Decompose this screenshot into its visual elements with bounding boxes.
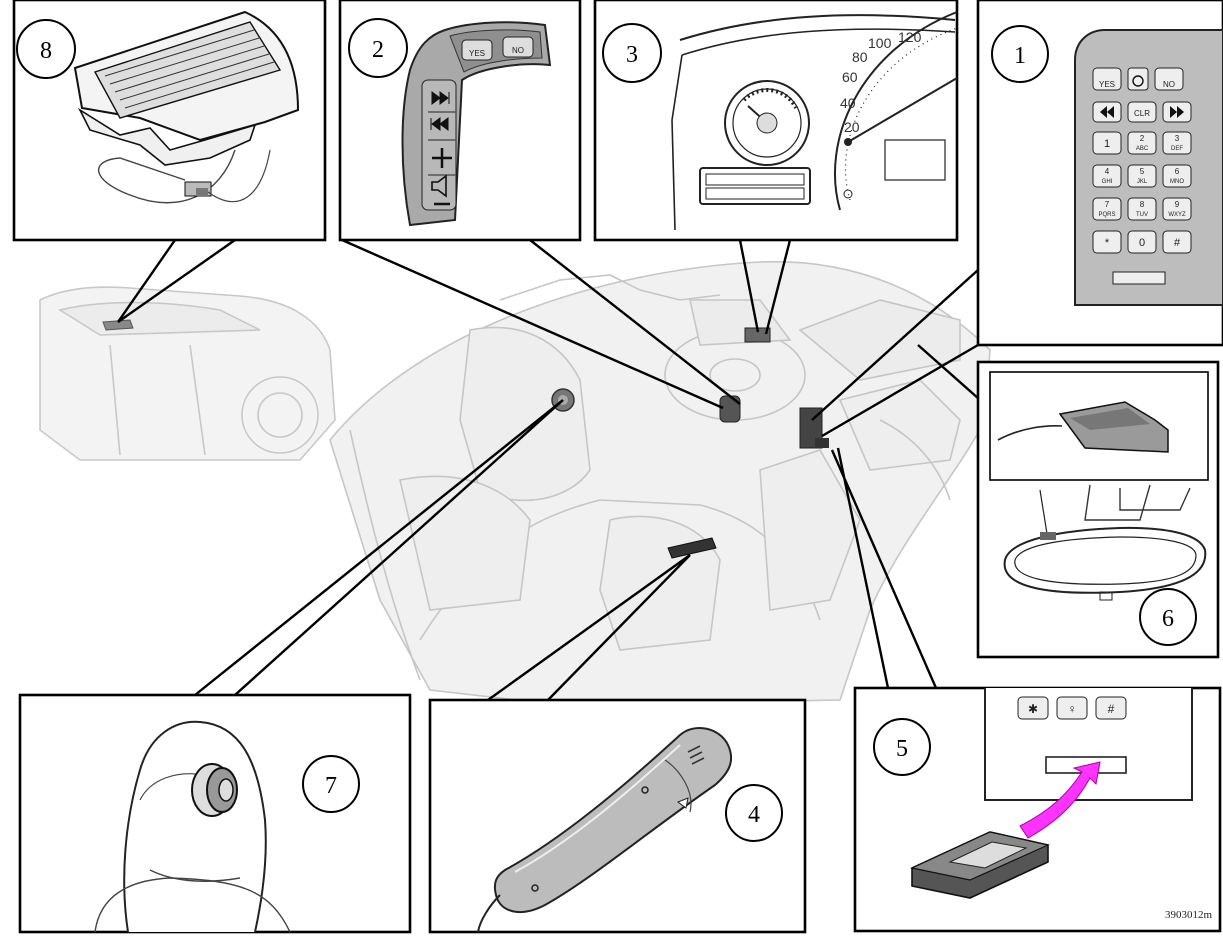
keypad-key [1127, 197, 1157, 221]
next-track-icon [431, 91, 450, 105]
keypad-clr-label: CLR [1134, 109, 1150, 118]
keypad-key [1092, 230, 1122, 254]
keypad-key-label: 5 [1140, 167, 1145, 176]
panel-8-trunk-unit: 8 [12, 0, 327, 242]
keypad-key [1092, 131, 1122, 155]
keypad-key-label: 3 [1175, 134, 1180, 143]
power-icon [1132, 75, 1144, 87]
wheel-yes-label: YES [469, 49, 485, 58]
panel-3-instrument-display: 20 40 60 80 100 120 3 [593, 0, 959, 242]
speed-tick-80: 80 [852, 49, 868, 65]
callout-6-label: 6 [1162, 606, 1174, 632]
callout-8-label: 8 [40, 38, 52, 64]
callout-7-label: 7 [325, 773, 337, 799]
keypad-key-label: PQRS [1098, 212, 1115, 218]
panel-4-handset: 4 [428, 698, 807, 934]
car-interior-illustration [329, 260, 991, 706]
keypad-key-label: WXYZ [1168, 212, 1186, 218]
insert-arrow-icon [1019, 761, 1101, 839]
keypad-key-label: 0 [1139, 237, 1145, 249]
speaker-icon [431, 174, 447, 198]
speed-tick-40: 40 [840, 95, 856, 111]
keypad-key-label: TUV [1136, 212, 1148, 218]
prev-icon [1100, 106, 1114, 118]
keypad-key-label: * [1105, 237, 1110, 249]
keypad-key-label: GHI [1102, 179, 1113, 185]
keypad-key [1127, 164, 1157, 188]
callout-5-label: 5 [896, 736, 908, 762]
wheel-no-label: NO [512, 46, 524, 55]
keypad-key [1162, 197, 1192, 221]
keypad-key-label: 4 [1105, 167, 1110, 176]
callout-4-label: 4 [748, 802, 760, 828]
panel-7-headrest-microphone: 7 [18, 693, 412, 934]
speed-tick-100: 100 [868, 35, 892, 51]
keypad-key-label: MNO [1170, 179, 1184, 185]
sim-slot-marker [815, 438, 829, 448]
keypad-yes-label: YES [1099, 80, 1115, 89]
callout-2-label: 2 [372, 37, 384, 63]
handset-marker [667, 537, 717, 559]
wheel-controls-marker [719, 395, 741, 423]
car-exterior-illustration [39, 286, 336, 461]
keypad-key [1127, 131, 1157, 155]
keypad-key-label: 7 [1105, 200, 1110, 209]
keypad-key-label: ABC [1136, 146, 1149, 152]
keypad-no-label: NO [1163, 80, 1175, 89]
keypad-key-label: 1 [1104, 138, 1110, 150]
keypad-key [1092, 164, 1122, 188]
speed-tick-60: 60 [842, 69, 858, 85]
keypad-key-label: 9 [1175, 200, 1180, 209]
keypad-key [1162, 131, 1192, 155]
keypad-key [1162, 230, 1192, 254]
keypad-key-label: 8 [1140, 200, 1145, 209]
volume-up-icon [432, 148, 452, 168]
sim-key-star: ✱ [1028, 702, 1038, 716]
panel-5-sim-card: ✱ ♀ # 5 3903012m [853, 686, 1222, 933]
keypad-key [1127, 230, 1157, 254]
speed-tick-20: 20 [844, 119, 860, 135]
keypad-key-label: 6 [1175, 167, 1180, 176]
panel-2-steering-controls: YES NO 2 [338, 0, 582, 242]
keypad-key-label: 2 [1140, 134, 1145, 143]
prev-track-icon [430, 117, 449, 131]
panel-6-mirror-microphone: 6 [976, 360, 1220, 659]
keypad-keys: YES NO CLR [1092, 67, 1192, 123]
next-icon [1170, 106, 1184, 118]
keypad-key-label: # [1174, 237, 1181, 249]
keypad-key-label: JKL [1137, 179, 1148, 185]
keypad-key-label: DEF [1171, 146, 1183, 152]
sim-key-zero: ♀ [1068, 702, 1077, 716]
figure-code: 3903012m [1165, 909, 1213, 921]
sim-key-hash: # [1108, 702, 1115, 716]
keypad-key [1092, 197, 1122, 221]
speed-tick-120: 120 [898, 29, 922, 45]
callout-3-label: 3 [626, 42, 638, 68]
callout-1-label: 1 [1014, 43, 1026, 69]
keypad-key [1162, 164, 1192, 188]
